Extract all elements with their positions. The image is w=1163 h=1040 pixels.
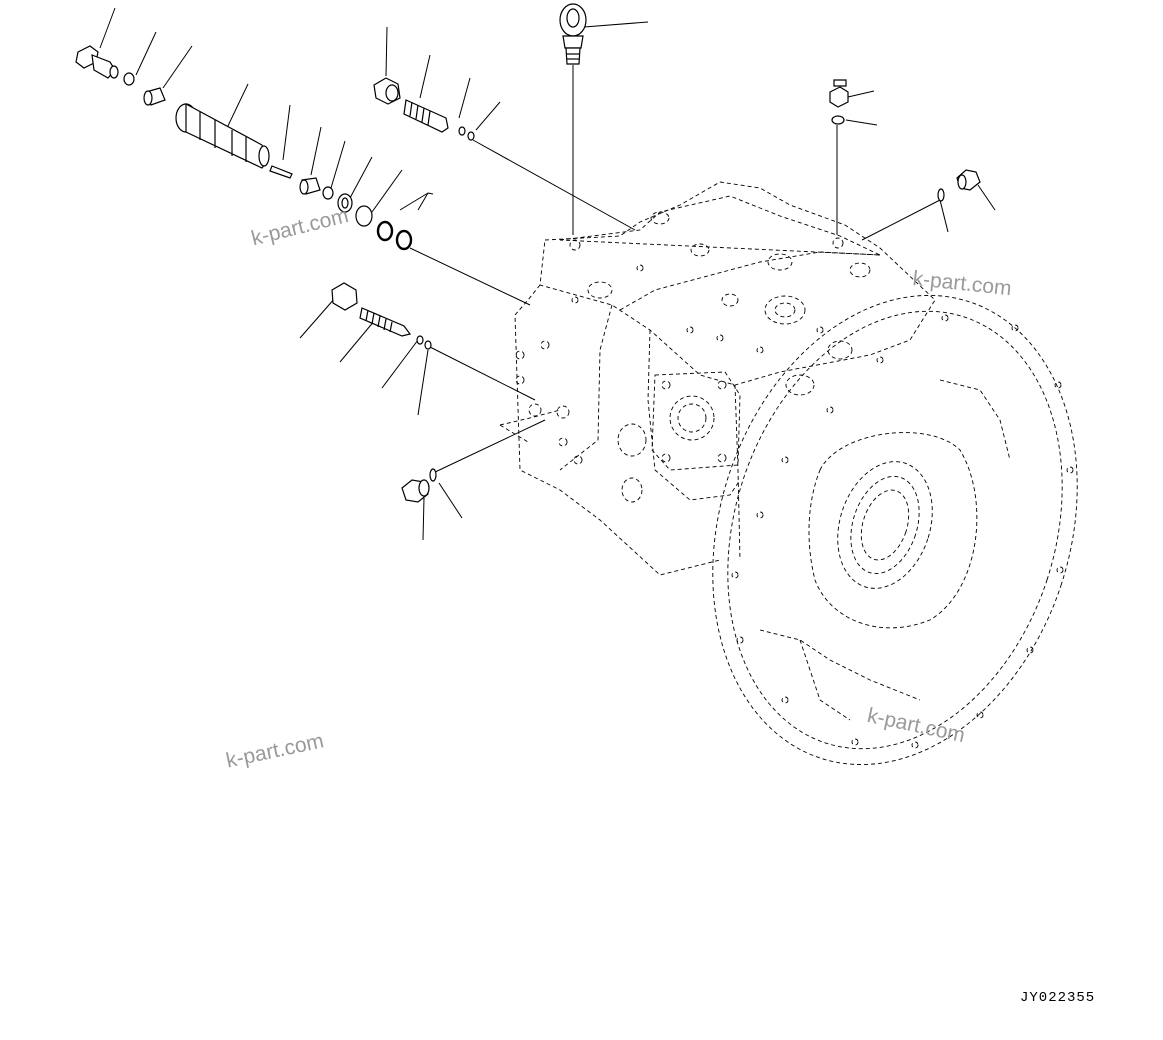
plug — [956, 169, 981, 191]
pump-housing — [499, 181, 936, 576]
pin — [269, 165, 293, 179]
eyebolt — [559, 3, 587, 65]
leader-lines — [99, 7, 996, 541]
o-ring — [355, 205, 373, 227]
o-ring — [395, 229, 413, 251]
o-ring — [458, 126, 466, 136]
o-ring — [429, 468, 437, 482]
plug — [829, 79, 849, 108]
drawing-code: JY022355 — [1020, 990, 1096, 1006]
spool-sleeve — [143, 87, 166, 106]
o-ring — [322, 186, 334, 200]
o-ring — [123, 72, 135, 86]
plug — [401, 479, 430, 503]
piston — [299, 177, 321, 195]
hex-locknut — [373, 77, 401, 105]
flywheel-housing — [712, 294, 1078, 766]
o-ring — [416, 335, 424, 345]
o-ring — [467, 131, 475, 141]
adjusting-screw — [359, 307, 412, 337]
o-ring — [831, 115, 845, 125]
spring-seat — [337, 193, 353, 213]
sensor-plug — [75, 45, 119, 79]
backup-ring — [376, 220, 394, 242]
o-ring — [937, 188, 945, 202]
hex-locknut — [331, 282, 358, 311]
valve-sleeve-assembly — [175, 102, 270, 169]
adjusting-screw — [403, 99, 449, 133]
top-block-holes — [569, 211, 871, 354]
o-ring — [424, 340, 432, 350]
